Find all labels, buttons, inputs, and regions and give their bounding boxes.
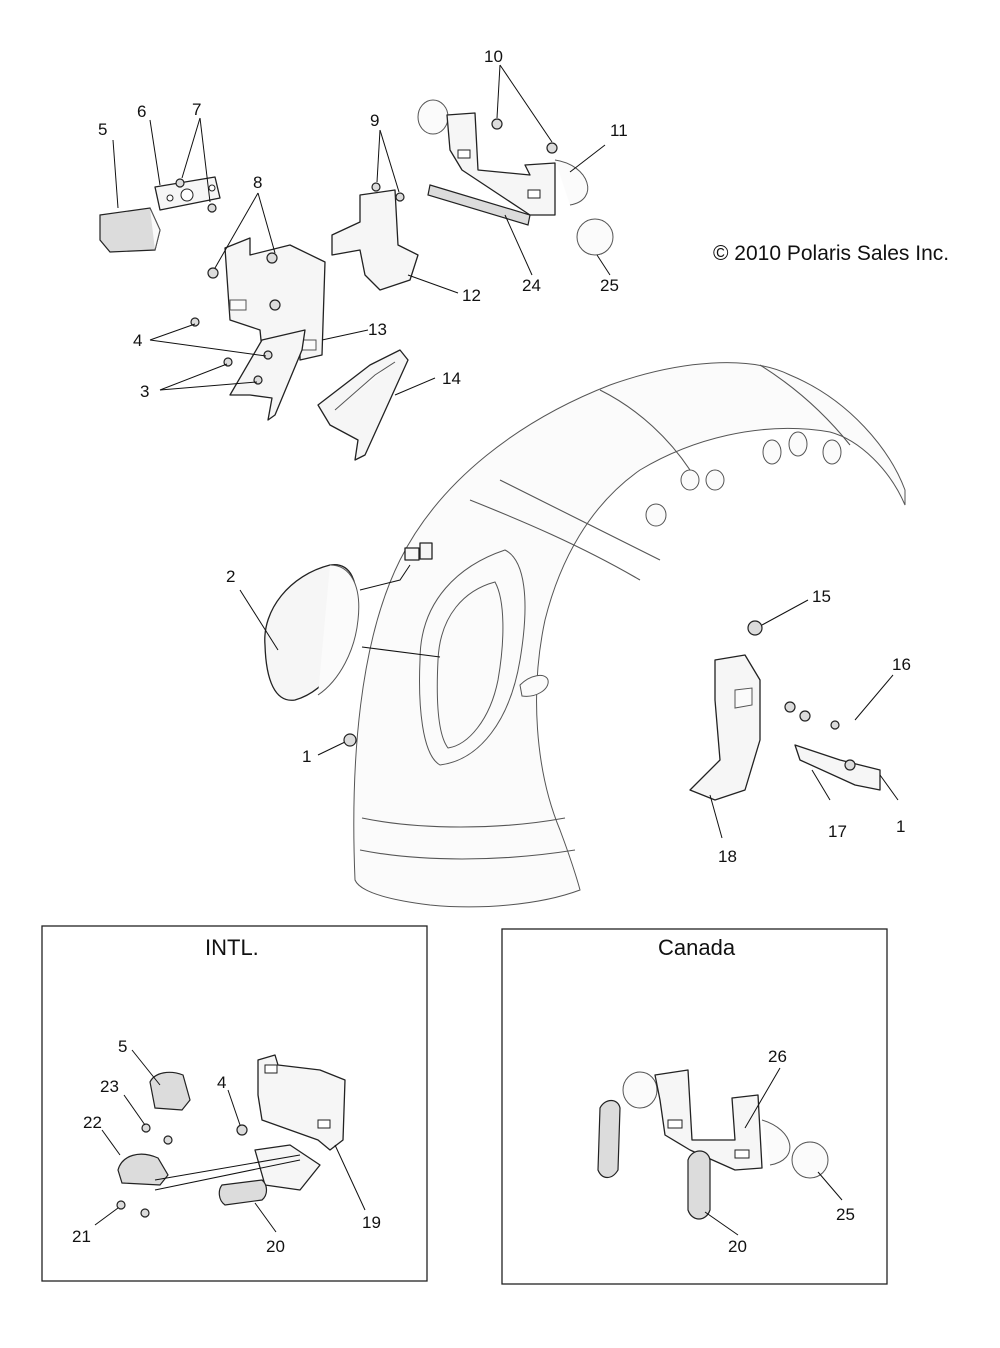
leader-lines: [112, 64, 899, 839]
canada-callout-25: 25: [836, 1205, 855, 1224]
callout-7: 7: [192, 100, 201, 119]
callout-10: 10: [484, 47, 503, 66]
license-bracket: [190, 237, 326, 421]
canada-callout-26: 26: [768, 1047, 787, 1066]
mount-bracket: [331, 182, 419, 291]
rear-fender: [353, 362, 906, 908]
callout-6: 6: [137, 102, 146, 121]
callout-25: 25: [600, 276, 619, 295]
intl-callout-23: 23: [100, 1077, 119, 1096]
copyright-notice: © 2010 Polaris Sales Inc.: [713, 242, 949, 265]
lower-bracket-group: [689, 620, 881, 801]
callout-17: 17: [828, 822, 847, 841]
callout-5: 5: [98, 120, 107, 139]
intl-callout-22: 22: [83, 1113, 102, 1132]
callouts: 5 6 7 8 9 10 11 12 24 25 13 14 4 3 2 1 1…: [98, 47, 949, 866]
callout-11: 11: [610, 121, 628, 140]
callout-1: 1: [302, 747, 311, 766]
callout-3: 3: [140, 382, 149, 401]
callout-18: 18: [718, 847, 737, 866]
callout-24: 24: [522, 276, 541, 295]
intl-title: INTL.: [205, 935, 259, 960]
callout-2: 2: [226, 567, 235, 586]
callout-13: 13: [368, 320, 387, 339]
callout-16: 16: [892, 655, 911, 674]
taillight-assembly: [264, 542, 433, 701]
callout-12: 12: [462, 286, 481, 305]
intl-callout-20: 20: [266, 1237, 285, 1256]
canada-callout-20: 20: [728, 1237, 747, 1256]
callout-8: 8: [253, 173, 262, 192]
callout-14: 14: [442, 369, 461, 388]
canada-title: Canada: [658, 935, 736, 960]
intl-callout-19: 19: [362, 1213, 381, 1232]
callout-9: 9: [370, 111, 379, 130]
intl-callout-21: 21: [72, 1227, 91, 1246]
callout-15: 15: [812, 587, 831, 606]
canada-inset: Canada 26 25 20: [501, 928, 888, 1285]
callout-1b: 1: [896, 817, 905, 836]
intl-callout-5: 5: [118, 1037, 127, 1056]
callout-4: 4: [133, 331, 142, 350]
bracket-cover: [317, 349, 409, 461]
intl-callout-4: 4: [217, 1073, 226, 1092]
reflector-bracket: [417, 99, 614, 256]
intl-inset: INTL. 5 23 4 22 21 19 20: [41, 925, 428, 1282]
bolt-1: [343, 733, 357, 747]
license-lamp: [99, 176, 221, 253]
